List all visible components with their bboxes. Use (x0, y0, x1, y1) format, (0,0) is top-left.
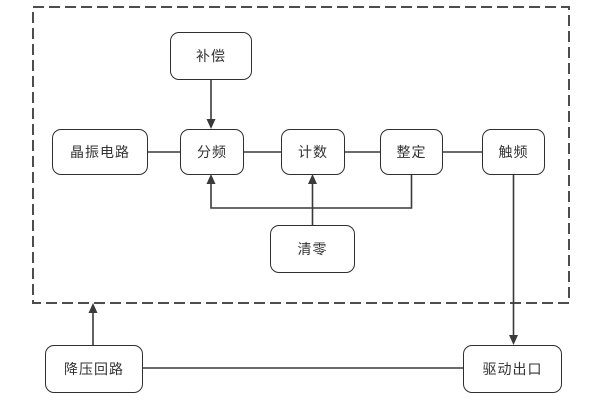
arrowhead-up-icon (206, 174, 216, 184)
arrowhead-down-icon (509, 335, 518, 345)
edge-setting-feedback-to-divider (206, 174, 413, 209)
node-clear-reset: 清零 (270, 225, 355, 273)
arrowhead-up-icon (308, 174, 317, 184)
edge-clear-to-counter (308, 174, 317, 225)
node-counter-label: 计数 (298, 145, 328, 161)
node-stepdown-label: 降压回路 (64, 362, 124, 378)
node-crystal-label: 晶振电路 (70, 145, 130, 161)
node-setting: 整定 (380, 129, 443, 175)
edge-stepdown-to-boundary (88, 303, 98, 345)
arrowhead-down-icon (206, 119, 216, 129)
node-drive-output: 驱动出口 (463, 345, 562, 393)
edge-trigger-to-drive-output (509, 175, 518, 345)
node-trigger-label: 触频 (498, 145, 529, 161)
node-crystal-oscillator-circuit: 晶振电路 (52, 129, 148, 175)
node-trigger-frequency: 触频 (482, 129, 545, 175)
node-compensation-label: 补偿 (196, 49, 226, 65)
node-stepdown-circuit: 降压回路 (45, 345, 143, 393)
node-clear-label: 清零 (297, 242, 328, 258)
node-frequency-divider: 分频 (180, 129, 244, 175)
node-compensation: 补偿 (170, 32, 252, 80)
arrowhead-up-icon (88, 303, 98, 313)
node-divider-label: 分频 (197, 145, 227, 161)
node-setting-label: 整定 (396, 145, 427, 161)
edge-compensation-to-divider (206, 80, 216, 129)
node-drive-output-label: 驱动出口 (482, 362, 543, 378)
node-counter: 计数 (281, 129, 345, 175)
